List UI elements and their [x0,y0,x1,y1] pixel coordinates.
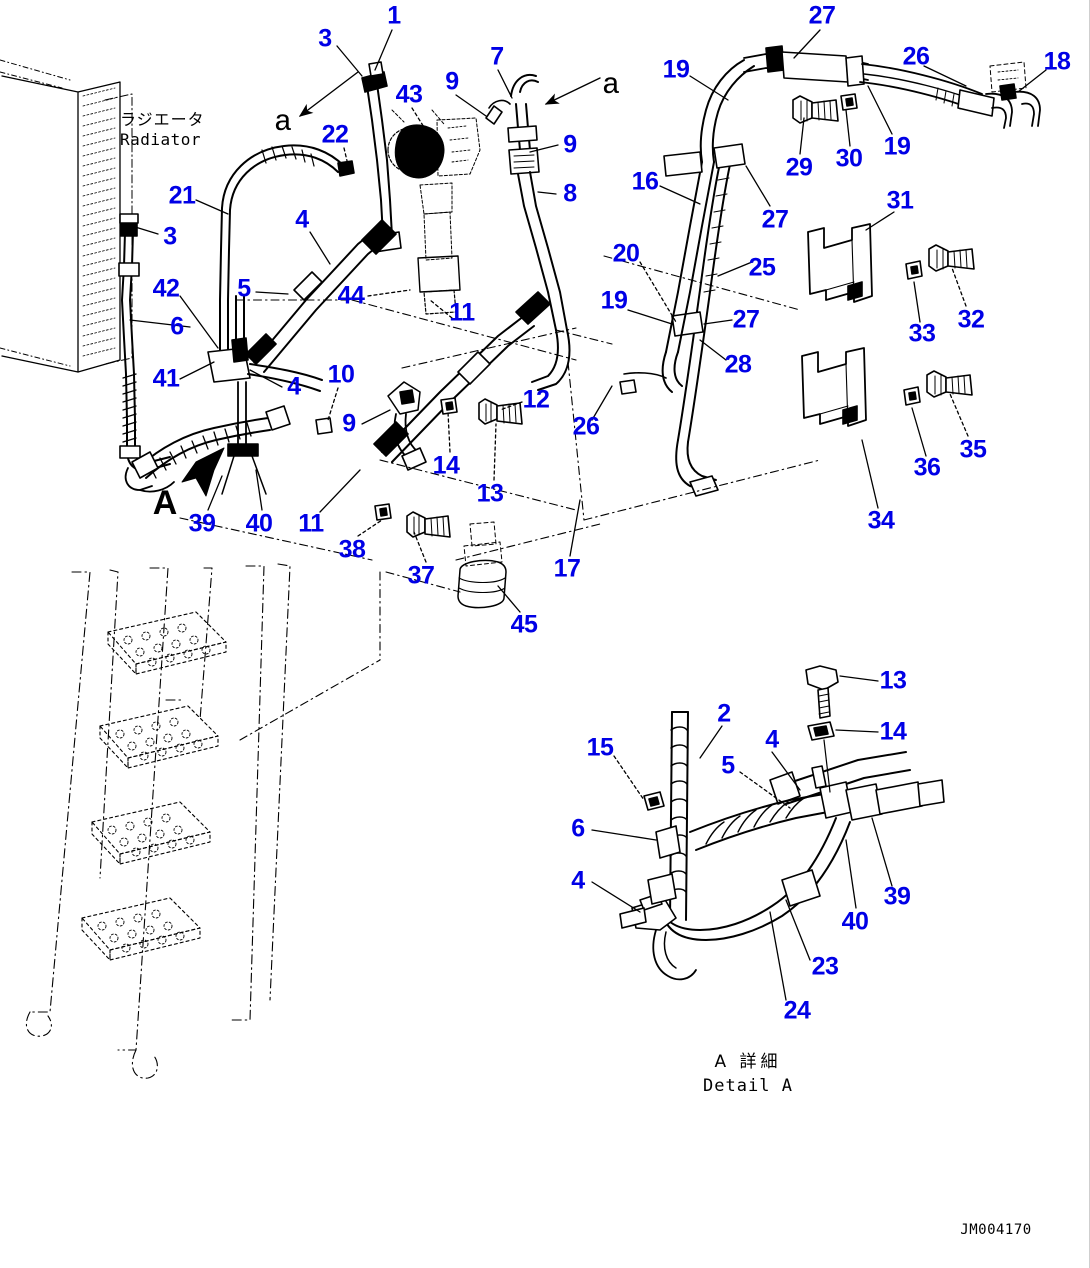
hose-42-41 [118,213,171,472]
callout-7[interactable]: 7 [490,42,504,71]
callout-30[interactable]: 30 [835,144,863,173]
callout-5[interactable]: 5 [237,274,251,303]
callout-21[interactable]: 21 [168,181,196,210]
callout-41[interactable]: 41 [152,364,180,393]
callout-33[interactable]: 33 [908,319,936,348]
callout-14[interactable]: 14 [879,717,907,746]
callout-1[interactable]: 1 [387,1,401,30]
callout-10[interactable]: 10 [327,360,355,389]
callout-8[interactable]: 8 [563,179,577,208]
callout-42[interactable]: 42 [152,274,180,303]
callout-3[interactable]: 3 [318,24,332,53]
callout-23[interactable]: 23 [811,952,839,981]
wrapped-hose-lower-left [124,405,291,493]
callout-25[interactable]: 25 [748,253,776,282]
boot-45 [457,521,507,609]
bracket-9-10 [315,381,427,471]
hose-21-22 [219,144,355,353]
callout-20[interactable]: 20 [612,239,640,268]
callout-34[interactable]: 34 [867,506,895,535]
callout-15[interactable]: 15 [586,733,614,762]
callout-3[interactable]: 3 [163,222,177,251]
callout-37[interactable]: 37 [407,561,435,590]
callout-44[interactable]: 44 [337,281,365,310]
callout-39[interactable]: 39 [188,509,216,538]
callout-38[interactable]: 38 [338,535,366,564]
callout-13[interactable]: 13 [476,479,504,508]
callout-19[interactable]: 19 [883,132,911,161]
callout-6[interactable]: 6 [170,312,184,341]
callout-39[interactable]: 39 [883,882,911,911]
callout-36[interactable]: 36 [913,453,941,482]
tube-4-5-upper [245,219,397,373]
bolt-12-washer-14 [440,397,523,425]
callout-11[interactable]: 11 [449,298,475,327]
bolt-29-nut-30 [792,93,858,124]
callout-40[interactable]: 40 [245,509,273,538]
callout-4[interactable]: 4 [295,205,309,234]
callout-32[interactable]: 32 [957,305,985,334]
compressor-assembly [387,109,481,315]
callout-12[interactable]: 12 [522,385,550,414]
callout-9[interactable]: 9 [445,67,459,96]
callout-13[interactable]: 13 [879,666,907,695]
tube-11-lower [373,291,551,463]
callout-40[interactable]: 40 [841,907,869,936]
radiator-label-jp: ラジエータ [120,110,205,129]
callout-9[interactable]: 9 [563,130,577,159]
callout-9[interactable]: 9 [342,409,356,438]
callout-16[interactable]: 16 [631,167,659,196]
callout-31[interactable]: 31 [886,186,914,215]
detail-a-assembly [619,665,945,981]
callout-5[interactable]: 5 [721,751,735,780]
callout-4[interactable]: 4 [571,866,585,895]
callout-14[interactable]: 14 [432,451,460,480]
callout-26[interactable]: 26 [902,42,930,71]
bracket-34-group [801,347,973,427]
callout-11[interactable]: 11 [298,509,324,538]
callout-22[interactable]: 22 [321,120,349,149]
manifold-top-right [743,45,1041,129]
ladder-steps [25,563,291,1079]
callout-17[interactable]: 17 [553,554,581,583]
bolt-37-washer-38 [374,503,451,538]
ladder-tread-perforations [97,623,211,953]
callout-4[interactable]: 4 [287,372,301,401]
callout-19[interactable]: 19 [662,55,690,84]
callout-6[interactable]: 6 [571,814,585,843]
ladder-treads [81,611,227,961]
callout-19[interactable]: 19 [600,286,628,315]
callout-24[interactable]: 24 [783,996,811,1025]
callout-28[interactable]: 28 [724,350,752,379]
detail-caption-jp: A 詳細 [714,1052,782,1072]
callout-4[interactable]: 4 [765,725,779,754]
section-mark-a-right: a [601,69,621,103]
callout-26[interactable]: 26 [572,412,600,441]
radiator-label-en: Radiator [120,130,202,149]
section-mark-a-left: a [273,106,293,140]
section-mark-detail-a: A [152,484,178,522]
bracket-31-group [807,223,975,303]
callout-29[interactable]: 29 [785,153,813,182]
drawing-number: JM004170 [960,1222,1032,1238]
detail-caption-en: Detail A [703,1076,793,1096]
radiator-assembly [0,59,133,373]
hose-7-9-8 [485,74,571,391]
callout-18[interactable]: 18 [1043,47,1071,76]
junction-block [207,295,323,495]
callout-43[interactable]: 43 [395,80,423,109]
callout-27[interactable]: 27 [808,1,836,30]
callout-2[interactable]: 2 [717,699,731,728]
hose-20-26 [619,59,755,395]
callout-35[interactable]: 35 [959,435,987,464]
callout-45[interactable]: 45 [510,610,538,639]
callout-27[interactable]: 27 [761,205,789,234]
callout-27[interactable]: 27 [732,305,760,334]
hose-16-25 [671,143,746,497]
